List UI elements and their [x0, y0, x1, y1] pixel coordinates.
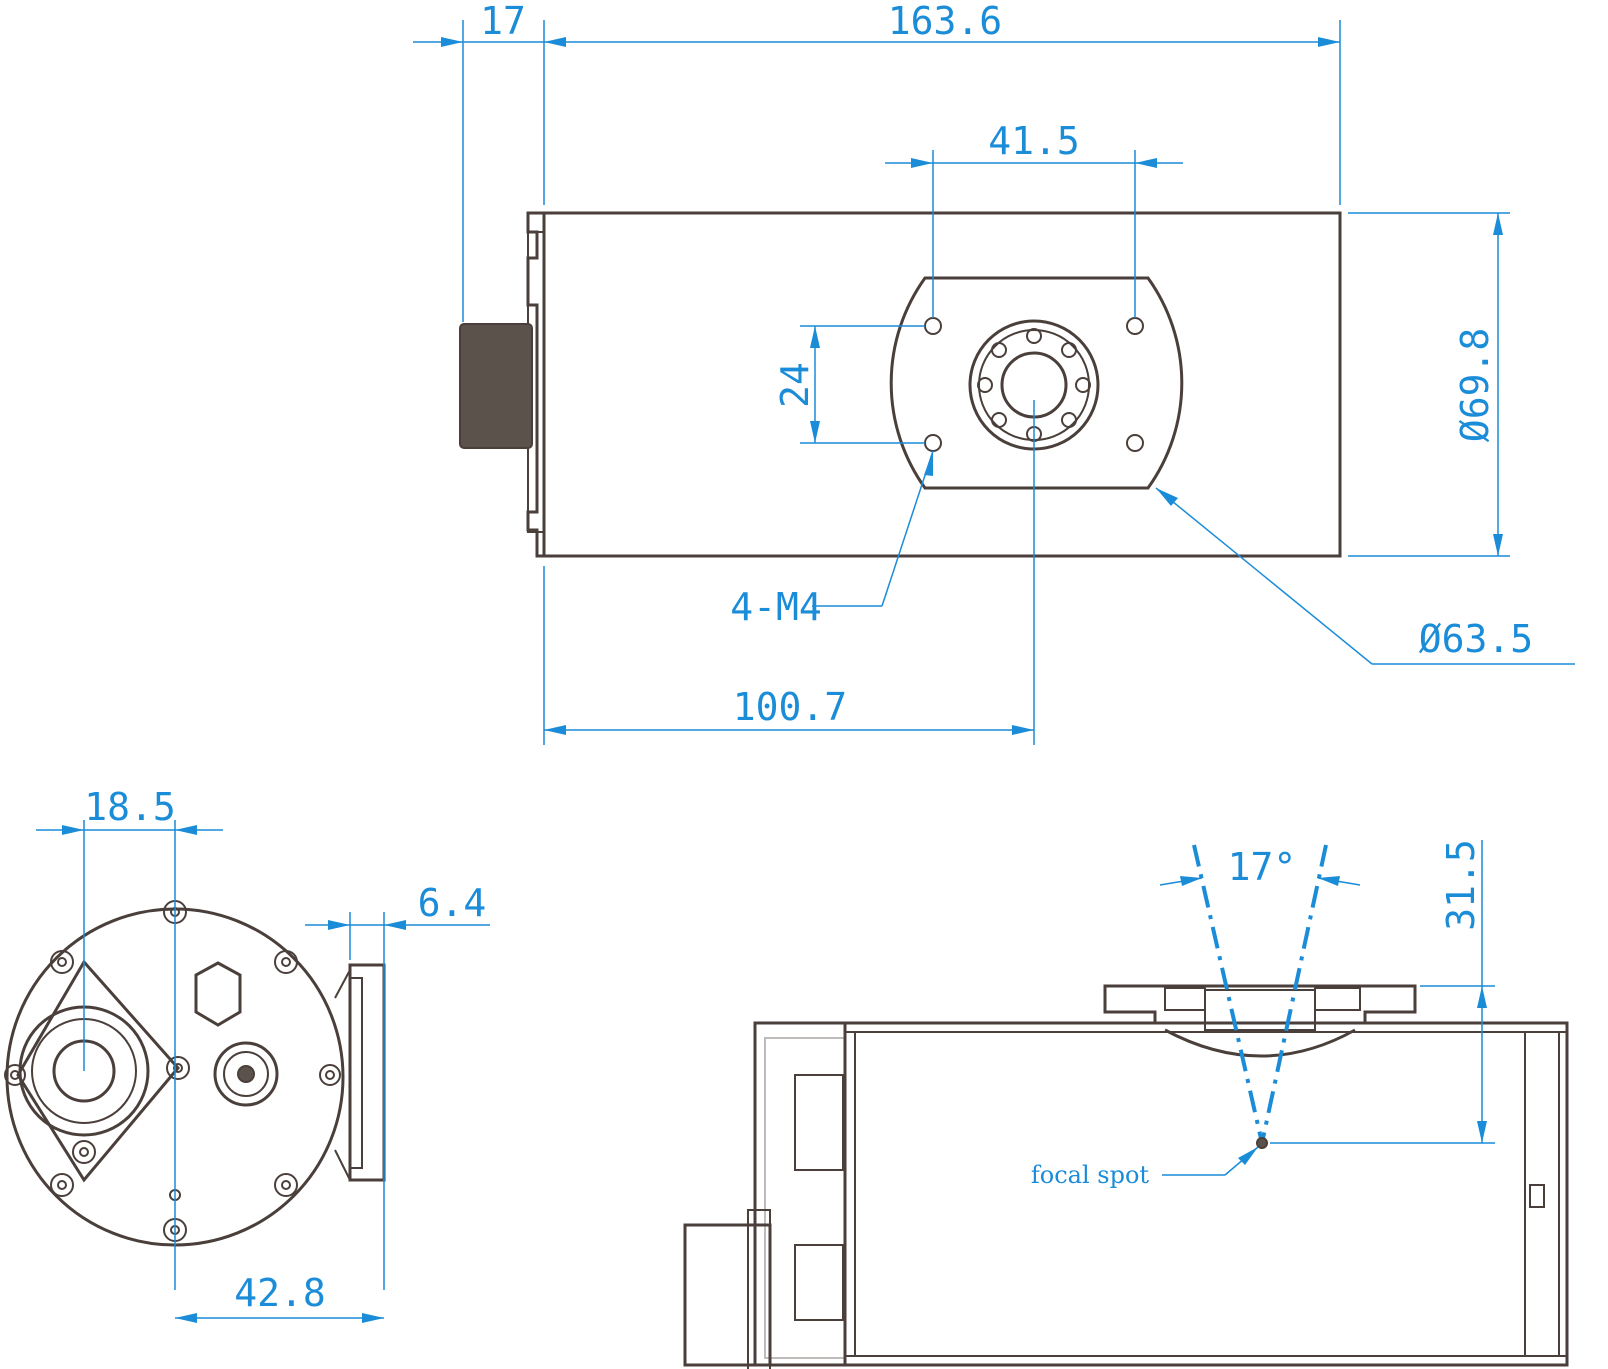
- arrow: [1156, 488, 1178, 506]
- section-flange-hatch-right: [1314, 987, 1361, 1011]
- end-diamond-plate: [16, 959, 180, 1183]
- dim-163-label: 163.6: [888, 0, 1002, 43]
- dim-17-label: 17: [480, 0, 526, 43]
- arrow: [1012, 725, 1034, 735]
- mount-hole-tr: [1126, 317, 1144, 335]
- end-flange-inner: [349, 977, 363, 1169]
- end-hex-nut: [194, 961, 242, 1027]
- focal-point: [1256, 1137, 1268, 1149]
- section-tube-wall-bottom: [844, 1355, 1568, 1366]
- arrow: [810, 326, 820, 348]
- mount-hole-br: [1126, 434, 1144, 452]
- arrow: [441, 37, 463, 47]
- arrow: [175, 825, 197, 835]
- section-flange: [1103, 984, 1417, 1025]
- arrow: [1180, 876, 1202, 886]
- arrow: [1238, 1147, 1258, 1165]
- cone-right: [1260, 844, 1328, 1144]
- dim-6-label: 6.4: [418, 881, 487, 925]
- arrow: [544, 725, 566, 735]
- arrow: [384, 920, 406, 930]
- section-endcap: [753, 1021, 845, 1367]
- focal-spot-label: focal spot: [1031, 1161, 1150, 1189]
- arrow: [1493, 534, 1503, 556]
- section-tube-end: [1524, 1031, 1560, 1357]
- end-connector-inner: [223, 1051, 269, 1097]
- arrow: [62, 825, 84, 835]
- cone-angle-label: 17°: [1228, 845, 1297, 889]
- arrow: [924, 451, 933, 476]
- arrow: [1477, 1121, 1487, 1143]
- arrow: [362, 1313, 384, 1323]
- leader-4m4: [881, 450, 934, 607]
- arrow: [328, 920, 350, 930]
- section-tube-slot: [1529, 1184, 1545, 1208]
- dim-24-label: 24: [773, 362, 817, 408]
- top-body-outline: [542, 211, 1342, 558]
- end-flange: [348, 963, 386, 1182]
- arrow: [1318, 37, 1340, 47]
- top-connector: [459, 323, 533, 449]
- section-tube: [843, 1021, 1569, 1367]
- end-view: 18.5 6.4 42.8: [4, 785, 490, 1323]
- section-inner-wall: [844, 1031, 856, 1357]
- arrow: [1135, 158, 1157, 168]
- arrow: [175, 1313, 197, 1323]
- dim-31-label: 31.5: [1439, 839, 1483, 931]
- arrow: [810, 421, 820, 443]
- section-view: 17° 31.5 focal spot: [683, 839, 1569, 1369]
- dim-63-label: Ø63.5: [1419, 617, 1533, 661]
- arrow: [1493, 213, 1503, 235]
- section-pcb-bottom: [794, 1244, 844, 1321]
- section-lens-housing: [1204, 989, 1316, 1031]
- section-window-curve: [1164, 1028, 1356, 1058]
- arrow: [1318, 876, 1340, 886]
- section-endcap-hatch: [764, 1037, 846, 1359]
- section-connector-thread: [747, 1209, 771, 1369]
- mount-hole-tl: [924, 317, 942, 335]
- end-connector-pin: [237, 1065, 255, 1083]
- dim-69-label: Ø69.8: [1453, 328, 1497, 442]
- arrow: [544, 37, 566, 47]
- section-connector: [683, 1223, 772, 1367]
- dim-100-label: 100.7: [733, 685, 847, 729]
- mount-hole-bl: [924, 434, 942, 452]
- top-view: 17 163.6 41.5 24 Ø69.8 4-M4 Ø63.5: [413, 0, 1575, 745]
- thread-label: 4-M4: [730, 585, 822, 629]
- cone-left: [1192, 844, 1264, 1144]
- end-connector-outer: [213, 1041, 279, 1107]
- section-flange-hatch-left: [1164, 987, 1206, 1011]
- dim-42-label: 42.8: [234, 1271, 326, 1315]
- section-pcb-top: [794, 1074, 844, 1171]
- top-flange-plate: [889, 276, 1184, 490]
- arrow: [911, 158, 933, 168]
- dim-41-label: 41.5: [988, 119, 1080, 163]
- leader-63: [1155, 487, 1373, 665]
- dim-18-label: 18.5: [84, 785, 176, 829]
- arrow: [1477, 986, 1487, 1008]
